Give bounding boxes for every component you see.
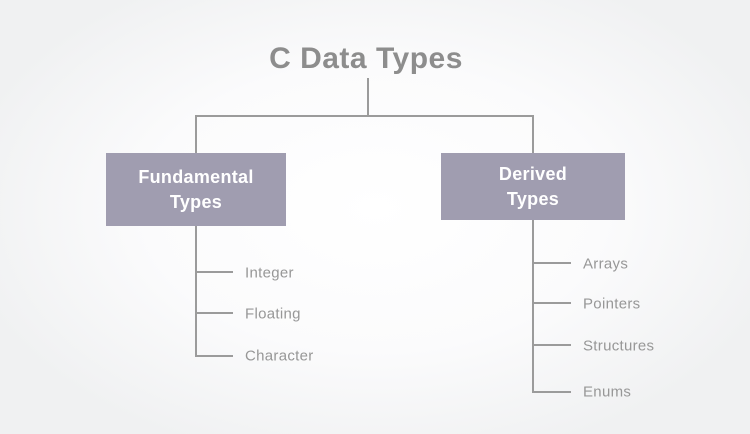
node-label-line: Types xyxy=(506,188,560,209)
connector-right-drop xyxy=(532,115,534,153)
leaf-label-structures: Structures xyxy=(583,337,655,355)
leaf-tick xyxy=(197,355,233,357)
leaf-label-integer: Integer xyxy=(245,264,294,282)
leaf-tick xyxy=(534,344,571,346)
leaf-tick xyxy=(534,391,571,393)
node-label-line: Types xyxy=(169,191,223,212)
leaf-label-enums: Enums xyxy=(583,383,632,401)
node-derived-types: Derived Types xyxy=(441,153,625,220)
leaf-label-pointers: Pointers xyxy=(583,295,641,313)
leaf-tick xyxy=(197,271,233,273)
leaf-label-arrays: Arrays xyxy=(583,255,629,273)
leaf-tick xyxy=(534,262,571,264)
leaf-tick xyxy=(534,302,571,304)
node-label-line: Fundamental xyxy=(138,166,254,187)
connector-left-drop xyxy=(195,115,197,153)
leaf-label-floating: Floating xyxy=(245,305,301,323)
leaf-label-character: Character xyxy=(245,347,314,365)
node-label-line: Derived xyxy=(498,163,568,184)
branch-spine-left xyxy=(195,226,197,357)
node-fundamental-types: Fundamental Types xyxy=(106,153,286,226)
connector-title-stem xyxy=(367,78,369,116)
branch-spine-right xyxy=(532,220,534,393)
connector-horizontal-rail xyxy=(195,115,534,117)
leaf-tick xyxy=(197,312,233,314)
diagram-title: C Data Types xyxy=(269,42,463,75)
